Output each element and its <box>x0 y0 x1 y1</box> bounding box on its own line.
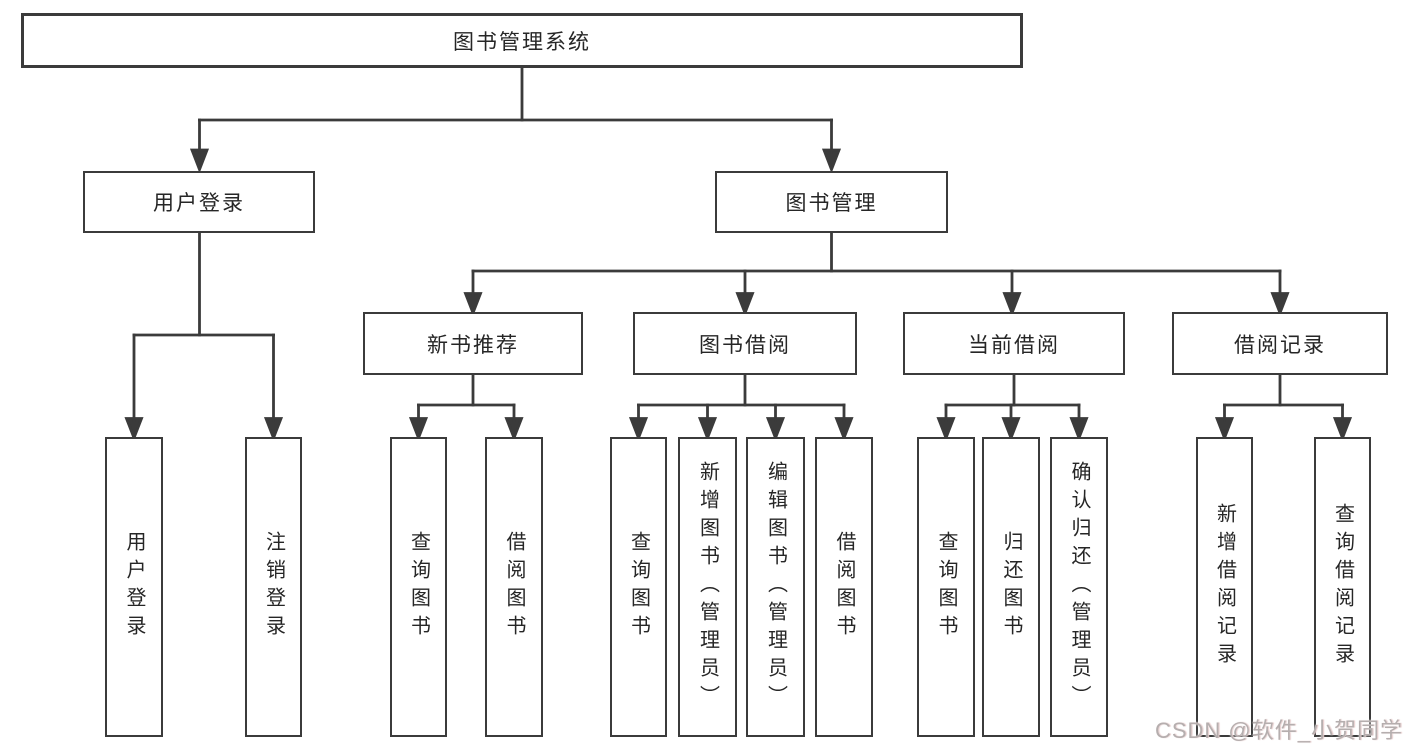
leaf-label: 用户登录 <box>123 531 145 643</box>
node-current-borrowing: 当前借阅 <box>903 312 1125 375</box>
leaf-label: 查询图书 <box>627 531 650 643</box>
node-label: 当前借阅 <box>968 333 1060 357</box>
node-borrowing-records: 借阅记录 <box>1172 312 1388 375</box>
node-label: 图书借阅 <box>699 333 791 357</box>
leaf-label: 查询图书 <box>935 531 957 643</box>
arrow-down-icon <box>1069 403 1089 442</box>
arrow-down-icon <box>834 403 854 442</box>
node-user-login: 用户登录 <box>83 171 315 233</box>
node-label: 新书推荐 <box>427 333 519 357</box>
leaf-label: 新增借阅记录 <box>1213 503 1236 671</box>
leaf-br-query-record: 查询借阅记录 <box>1314 437 1371 737</box>
leaf-label: 归还图书 <box>1000 531 1022 643</box>
leaf-nbr-query-books: 查询图书 <box>390 437 447 737</box>
arrow-down-icon <box>765 403 786 442</box>
leaf-label: 确认归还（管理员） <box>1068 461 1090 713</box>
leaf-label: 查询图书 <box>407 531 430 643</box>
arrow-down-icon <box>1270 269 1290 317</box>
arrow-down-icon <box>1001 403 1021 442</box>
leaf-cb-query-books: 查询图书 <box>917 437 975 737</box>
arrow-down-icon <box>936 403 956 442</box>
leaf-cb-confirm-return-admin: 确认归还（管理员） <box>1050 437 1108 737</box>
arrow-down-icon <box>735 269 755 317</box>
arrow-down-icon <box>124 333 144 442</box>
arrow-down-icon <box>1214 403 1235 442</box>
node-label: 图书管理系统 <box>453 30 591 54</box>
arrow-down-icon <box>263 333 284 442</box>
arrow-down-icon <box>628 403 649 442</box>
watermark: CSDN @软件_小贺同学 <box>1154 718 1403 743</box>
leaf-br-add-record: 新增借阅记录 <box>1196 437 1253 737</box>
arrow-down-icon <box>1332 403 1353 442</box>
leaf-label: 注销登录 <box>262 531 285 643</box>
leaf-nbr-borrow-books: 借阅图书 <box>485 437 543 737</box>
arrow-down-icon <box>504 403 524 442</box>
node-book-management: 图书管理 <box>715 171 948 233</box>
leaf-label: 借阅图书 <box>833 531 855 643</box>
arrow-down-icon <box>189 118 210 174</box>
node-root: 图书管理系统 <box>21 13 1023 68</box>
node-new-book-recommend: 新书推荐 <box>363 312 583 375</box>
leaf-cb-return-books: 归还图书 <box>982 437 1040 737</box>
arrow-down-icon <box>408 403 429 442</box>
leaf-logout: 注销登录 <box>245 437 302 737</box>
leaf-label: 新增图书（管理员） <box>696 461 719 713</box>
leaf-bb-edit-books-admin: 编辑图书（管理员） <box>746 437 805 737</box>
arrow-down-icon <box>463 269 483 317</box>
leaf-user-login: 用户登录 <box>105 437 163 737</box>
leaf-label: 查询借阅记录 <box>1331 503 1354 671</box>
node-label: 图书管理 <box>785 192 878 215</box>
node-label: 用户登录 <box>153 192 245 215</box>
arrow-down-icon <box>1002 269 1022 317</box>
arrow-down-icon <box>697 403 718 442</box>
leaf-bb-query-books: 查询图书 <box>610 437 667 737</box>
node-label: 借阅记录 <box>1234 333 1326 357</box>
arrow-down-icon <box>821 118 842 174</box>
node-book-borrowing: 图书借阅 <box>633 312 857 375</box>
leaf-bb-borrow-books: 借阅图书 <box>815 437 873 737</box>
leaf-bb-add-books-admin: 新增图书（管理员） <box>678 437 737 737</box>
leaf-label: 借阅图书 <box>503 531 525 643</box>
leaf-label: 编辑图书（管理员） <box>764 461 787 713</box>
